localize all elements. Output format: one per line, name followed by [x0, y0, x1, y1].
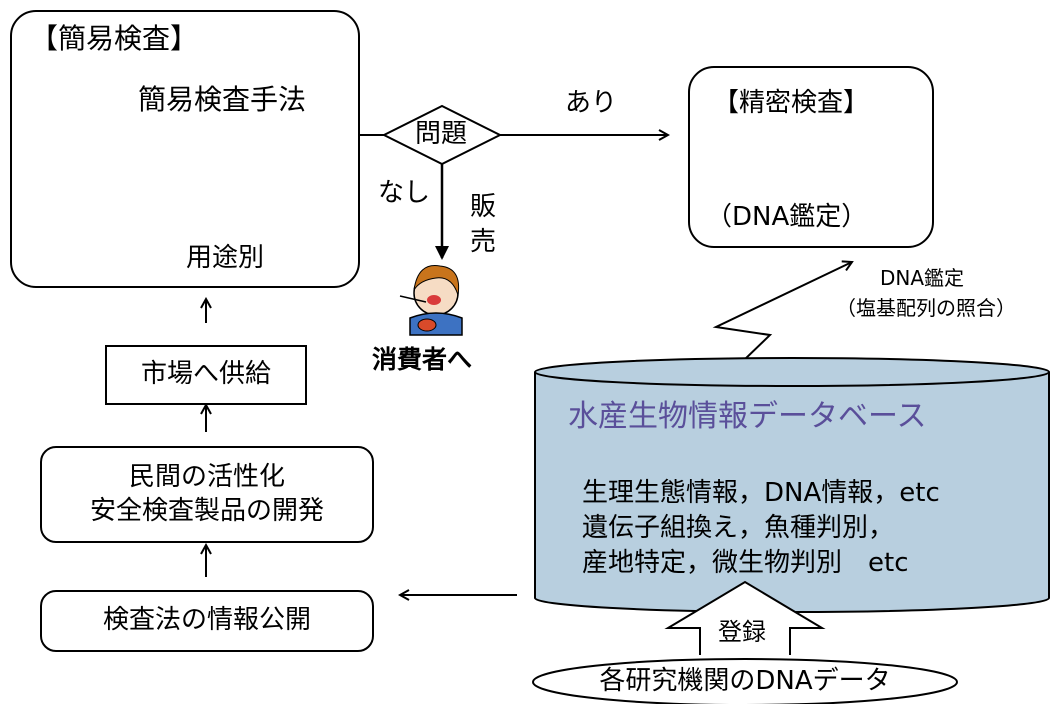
simple-test-title: 【簡易検査】 [30, 22, 199, 55]
private-sector-line1: 民間の活性化 [128, 461, 285, 492]
decision-sale-label: 販売 [470, 192, 497, 258]
simple-test-method: 簡易検査手法 [138, 83, 307, 116]
market-supply-label: 市場へ供給 [140, 359, 271, 390]
database-line2: 遺伝子組換え，魚種判別， [582, 513, 895, 543]
simple-test-by-use: 用途別 [186, 243, 265, 273]
database-title: 水産生物情報データベース [568, 399, 927, 434]
decision-no-label: なし [378, 178, 431, 208]
disclosure-label: 検査法の情報公開 [102, 605, 311, 636]
registration-arrow [664, 580, 826, 655]
disclosure-box: 検査法の情報公開 [40, 590, 374, 652]
database-line1: 生理生態情報，DNA情報，etc [582, 478, 940, 508]
decision-label: 問題 [415, 119, 468, 149]
precise-test-box [688, 66, 934, 248]
consumer-eating-icon [399, 265, 463, 336]
precise-test-title: 【精密検査】 [713, 88, 870, 118]
database-cylinder [534, 357, 1050, 613]
dna-match-line1: DNA鑑定 [880, 266, 965, 290]
precise-test-subtitle: （DNA鑑定） [706, 202, 868, 232]
dna-match-line2: （塩基配列の照合） [836, 296, 1016, 320]
lightning-arrow [712, 262, 852, 363]
database-line3: 産地特定，微生物判別 etc [582, 548, 909, 578]
decision-yes-label: あり [565, 88, 618, 118]
research-dna-ellipse [532, 658, 958, 704]
consumer-label: 消費者へ [372, 345, 473, 374]
simple-test-box [10, 10, 360, 288]
private-sector-line2: 安全検査製品の開発 [89, 495, 324, 526]
market-supply-box: 市場へ供給 [105, 345, 307, 405]
private-sector-box: 民間の活性化 安全検査製品の開発 [40, 446, 374, 543]
research-dna-label: 各研究機関のDNAデータ [599, 666, 891, 697]
registration-label: 登録 [718, 618, 766, 646]
